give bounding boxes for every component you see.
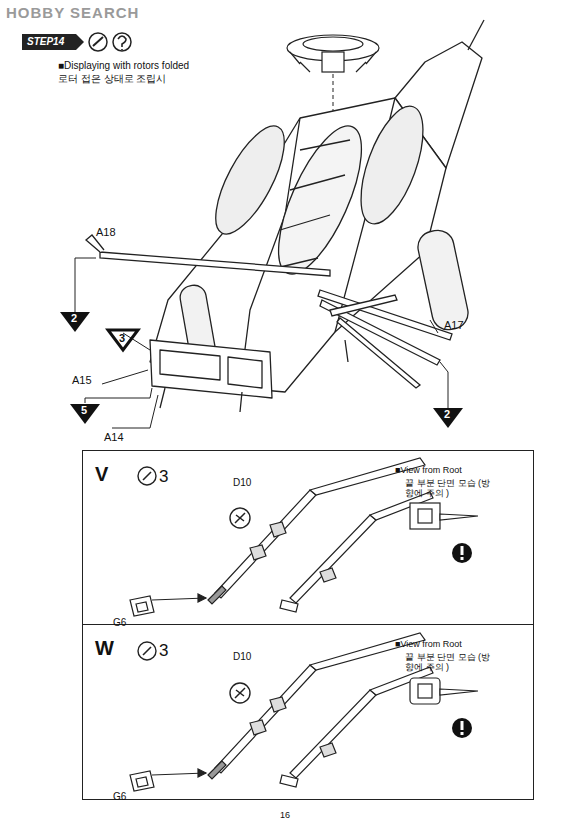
quantity-number: 3	[159, 641, 168, 661]
part-number: A14	[104, 431, 124, 444]
part-number: G6	[113, 791, 126, 803]
part-number: D10	[233, 477, 251, 489]
rotor-hub	[287, 35, 379, 72]
step-panel: W 3D10G6 ■View from Root 끝 부분 단면 모습 (방향에 주의…	[82, 625, 534, 800]
section-view	[410, 503, 478, 529]
glue-icon	[138, 642, 156, 660]
callout-number: 2	[444, 408, 450, 421]
part-number: A17	[444, 319, 464, 332]
blade-part	[208, 458, 433, 612]
rotor-blade	[86, 235, 452, 388]
blade-part	[208, 633, 433, 787]
g6-part	[130, 769, 206, 791]
cut-icon	[230, 508, 250, 528]
part-number: A18	[96, 226, 116, 239]
section-view	[410, 678, 478, 704]
quantity-number: 3	[159, 467, 168, 487]
step-letter: V	[95, 463, 108, 486]
part-number: G6	[113, 617, 126, 629]
note-text: 끝 부분 단면 모습 (방향에 주의 )	[405, 652, 495, 673]
helicopter-body	[150, 20, 484, 412]
note-text: ■View from Root	[395, 639, 462, 649]
glue-icon	[138, 467, 156, 485]
watermark: HOBBY SEARCH	[6, 4, 139, 21]
caution-icon	[452, 718, 472, 738]
part-number: A15	[72, 374, 92, 387]
note-text: 끝 부분 단면 모습 (방향에 주의 )	[405, 478, 495, 499]
callout-leader	[75, 258, 448, 428]
page-number: 16	[280, 810, 290, 820]
help-icon	[113, 33, 131, 51]
step-number: STEP14	[27, 36, 64, 48]
tool-icon	[93, 37, 103, 46]
step-panel: V3D10G6■View from Root끝 부분 단면 모습 (방향에 주의…	[82, 450, 534, 625]
step-badge	[22, 34, 84, 50]
callout-triangle	[60, 312, 463, 428]
note-text: ■Displaying with rotors folded	[58, 60, 189, 72]
part-number: D10	[233, 651, 251, 663]
guide-line	[333, 74, 334, 112]
help-icon	[118, 36, 126, 50]
note-text: ■View from Root	[395, 465, 462, 475]
tool-icon	[89, 33, 107, 51]
g6-part	[130, 594, 206, 616]
note-text: 로터 접은 상태로 조립시	[58, 73, 166, 85]
step-letter: W	[95, 637, 114, 660]
callout-number: 3	[119, 332, 125, 345]
cut-icon	[230, 683, 250, 703]
callout-number: 2	[71, 312, 77, 325]
caution-icon	[452, 543, 472, 563]
callout-number: 5	[81, 404, 87, 417]
